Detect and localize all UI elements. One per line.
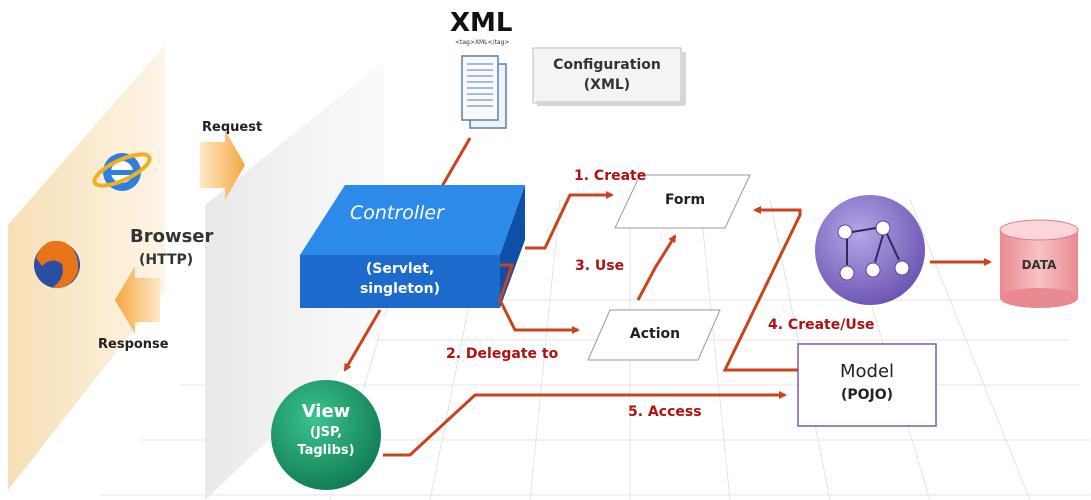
controller-box (300, 185, 525, 308)
xml-document-icon (461, 55, 507, 129)
ie-icon (92, 152, 152, 191)
model-title: Model (839, 361, 895, 382)
response-label: Response (98, 337, 169, 352)
view-title: View (301, 401, 351, 422)
form-label: Form (664, 192, 706, 208)
configuration-line2: (XML) (583, 77, 631, 93)
action-label: Action (629, 326, 681, 342)
view-label: View (JSP, Taglibs) (271, 400, 381, 460)
data-cylinder-icon (999, 219, 1079, 308)
model-subtitle: (POJO) (840, 387, 894, 403)
request-label: Request (202, 120, 263, 135)
view-line2: Taglibs) (297, 443, 355, 458)
firefox-icon (34, 240, 80, 289)
form-box (614, 174, 751, 229)
view-line1: (JSP, (309, 425, 343, 440)
model-box (797, 343, 937, 427)
step-delegate-label: 2. Delegate to (446, 346, 559, 362)
controller-sublabel: (Servlet, singleton) (300, 259, 500, 299)
controller-line1: (Servlet, (365, 261, 435, 277)
configuration-label: Configuration (XML) (533, 55, 681, 95)
data-label: DATA (1021, 258, 1057, 272)
step-access-label: 5. Access (628, 404, 702, 420)
controller-line2: singleton) (359, 281, 441, 297)
configuration-line1: Configuration (553, 57, 661, 73)
model-label: Model (POJO) (798, 360, 936, 406)
browser-protocol-label: (HTTP) (139, 252, 194, 268)
step-use-label: 3. Use (575, 258, 625, 274)
response-arrow (115, 266, 160, 334)
step-create-label: 1. Create (574, 168, 647, 184)
flow-arrows (343, 191, 992, 457)
xml-tag-text: <tag>XML</tag> (455, 39, 510, 46)
pojo-graph-icon (815, 195, 925, 305)
server-panel (205, 60, 385, 500)
request-arrow (200, 130, 245, 200)
view-circle (271, 380, 381, 490)
xml-title: XML (450, 8, 513, 38)
controller-title: Controller (350, 202, 444, 224)
step-create-use-label: 4. Create/Use (768, 317, 875, 333)
browser-label: Browser (130, 226, 214, 247)
action-box (587, 309, 721, 361)
